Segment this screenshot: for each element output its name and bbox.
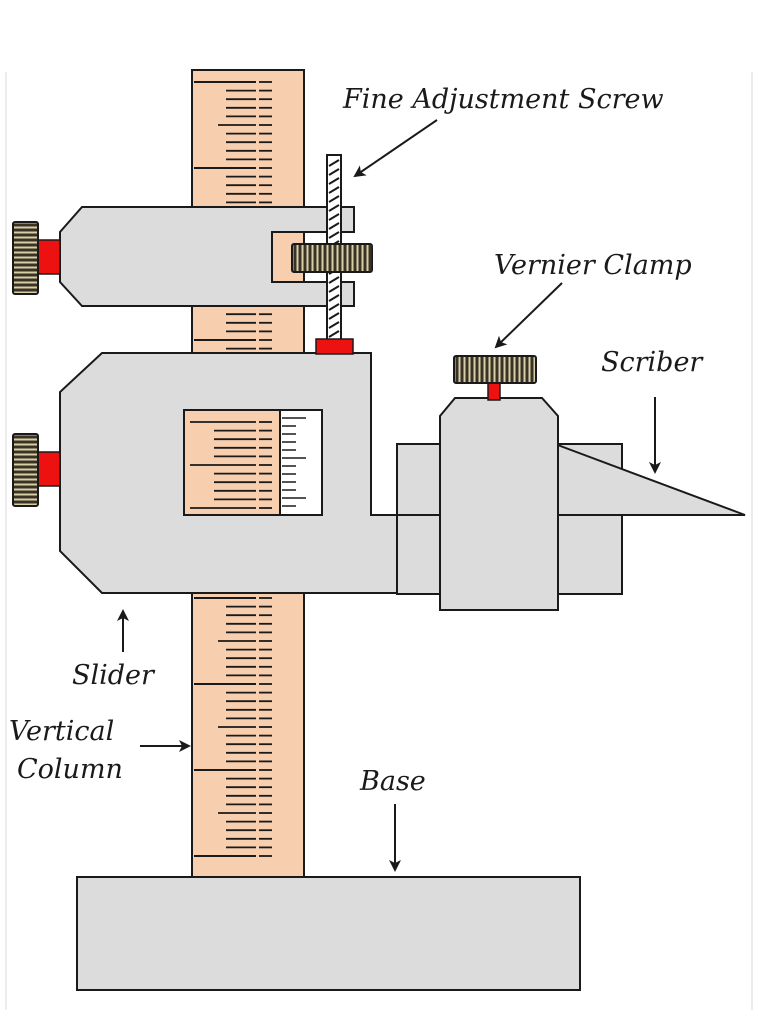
fine-adjustment-nut[interactable] bbox=[291, 243, 373, 273]
label-slider: Slider bbox=[72, 660, 156, 691]
thread-stripe bbox=[328, 159, 340, 167]
thread-stripe bbox=[328, 222, 340, 230]
thread-stripe bbox=[328, 294, 340, 302]
thread-stripe bbox=[328, 276, 340, 284]
label-base: Base bbox=[359, 766, 426, 797]
base bbox=[76, 876, 581, 991]
screw-seat bbox=[315, 338, 354, 355]
thread-stripe bbox=[328, 213, 340, 221]
thread-stripe bbox=[328, 330, 340, 338]
fine-adjustment-screw-arrow bbox=[353, 119, 438, 178]
thread-stripe bbox=[328, 321, 340, 329]
slider-locking-stem bbox=[37, 451, 61, 487]
thread-stripe bbox=[328, 195, 340, 203]
scriber bbox=[554, 442, 746, 516]
vernier-clamp-arrow bbox=[494, 282, 563, 349]
thread-stripe bbox=[328, 168, 340, 176]
knurl-body bbox=[12, 221, 39, 295]
label-scriber: Scriber bbox=[601, 347, 704, 378]
slider-locking-knob[interactable] bbox=[12, 433, 39, 507]
knurl-body bbox=[291, 243, 373, 273]
thread-stripe bbox=[328, 204, 340, 212]
knurl-body bbox=[12, 433, 39, 507]
vernier-scale-markings bbox=[190, 417, 306, 509]
thread-stripe bbox=[328, 177, 340, 185]
thread-stripe bbox=[328, 231, 340, 239]
upper-locking-stem bbox=[37, 239, 61, 275]
label-vertical-column-line2: Column bbox=[17, 754, 123, 785]
upper-locking-knob[interactable] bbox=[12, 221, 39, 295]
vernier-clamp-stem bbox=[487, 381, 501, 401]
vernier-clamp-block bbox=[439, 397, 559, 611]
thread-stripe bbox=[328, 312, 340, 320]
thread-stripe bbox=[328, 285, 340, 293]
thread-stripe bbox=[328, 303, 340, 311]
label-vertical-column-line1: Vertical bbox=[9, 716, 114, 747]
label-fine-adjustment-screw: Fine Adjustment Screw bbox=[342, 84, 664, 115]
vernier-clamp-knob[interactable] bbox=[453, 355, 537, 384]
label-vernier-clamp: Vernier Clamp bbox=[494, 250, 692, 281]
thread-stripe bbox=[328, 186, 340, 194]
